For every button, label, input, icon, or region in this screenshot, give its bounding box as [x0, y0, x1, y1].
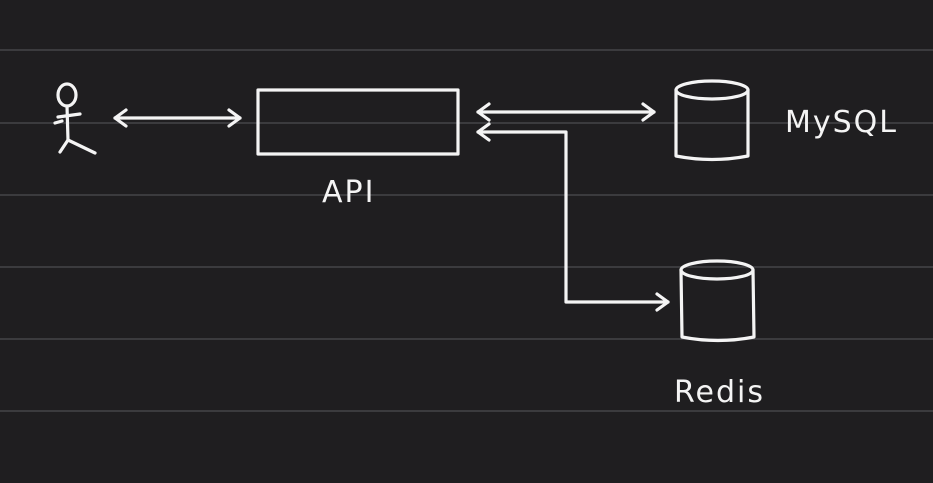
user-stick-figure-icon	[53, 82, 97, 155]
mysql-label: MySQL	[785, 105, 898, 140]
api-mysql-arrow	[476, 102, 656, 122]
redis-label: Redis	[674, 375, 765, 410]
ruled-lines	[0, 49, 933, 412]
mysql-database-icon	[674, 79, 750, 162]
redis-database-icon	[679, 259, 756, 343]
api-label: API	[322, 175, 375, 210]
api-redis-arrow	[476, 122, 670, 312]
api-box	[256, 88, 460, 156]
user-api-arrow	[113, 108, 242, 128]
